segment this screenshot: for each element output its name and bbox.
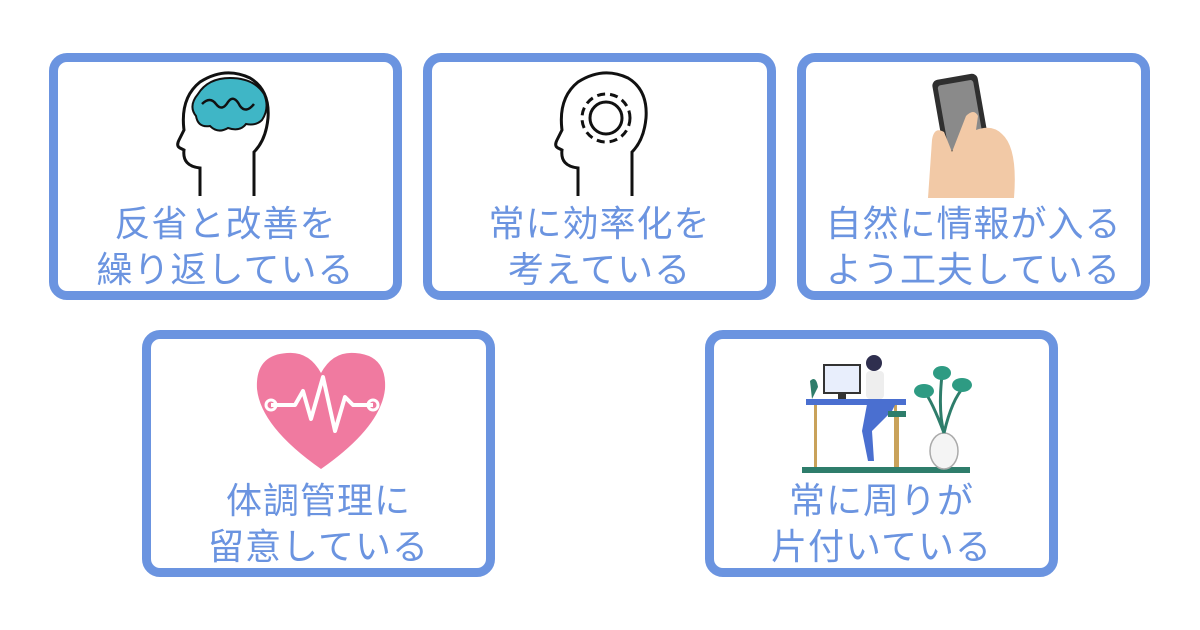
card-label: 自然に情報が入る よう工夫している [806,202,1141,294]
tidy-desk-icon [802,355,972,473]
card-reflection: 反省と改善を 繰り返している [49,53,402,300]
label-line-2: 繰り返している [96,250,355,291]
card-label: 体調管理に 留意している [151,479,486,571]
label-line-2: 考えている [507,250,692,291]
hand-smartphone-icon [928,73,1015,198]
label-line-1: 常に効率化を [488,204,711,245]
card-information: 自然に情報が入る よう工夫している [797,53,1150,300]
heart-pulse-icon [256,352,386,469]
head-brain-icon [176,71,270,196]
card-efficiency: 常に効率化を 考えている [423,53,776,300]
card-tidy: 常に周りが 片付いている [705,330,1058,577]
card-health: 体調管理に 留意している [142,330,495,577]
label-line-1: 反省と改善を [114,204,337,245]
label-line-2: よう工夫している [826,250,1121,291]
label-line-2: 留意している [208,527,429,568]
card-label: 常に効率化を 考えている [432,202,767,294]
label-line-1: 体調管理に [225,481,411,522]
card-label: 常に周りが 片付いている [714,479,1049,571]
card-label: 反省と改善を 繰り返している [58,202,393,294]
label-line-1: 常に周りが [788,481,974,522]
label-line-2: 片付いている [771,527,992,568]
label-line-1: 自然に情報が入る [825,204,1122,245]
head-gear-icon [554,71,648,196]
